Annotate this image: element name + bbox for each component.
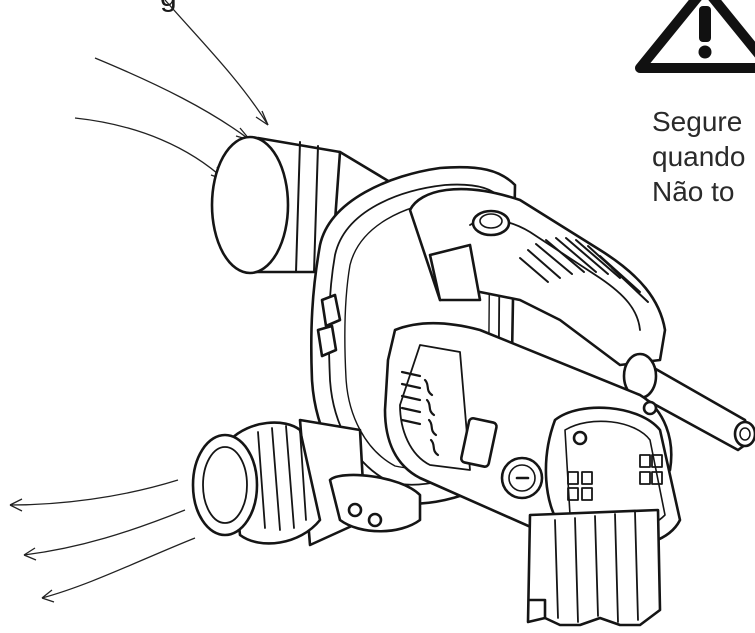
cut-off-heading-fragment: g (160, 0, 177, 14)
warning-line-2: quando (652, 141, 746, 172)
warning-line-3: Não to (652, 176, 735, 207)
warning-text: Segure quando Não to (652, 104, 745, 209)
outlet-nozzle (191, 418, 422, 547)
warning-line-1: Segure (652, 106, 743, 137)
bottom-guard (526, 508, 662, 627)
top-handle (408, 187, 667, 367)
